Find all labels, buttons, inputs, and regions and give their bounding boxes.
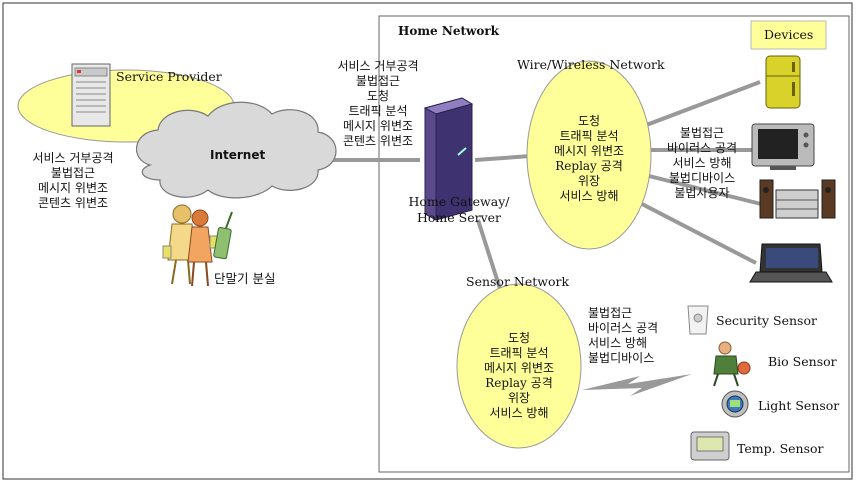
threat-item: 바이러스 공격 <box>666 141 738 155</box>
threat-item: 메시지 위변조 <box>483 361 555 375</box>
threat-item: 트래픽 분석 <box>348 104 408 118</box>
threat-item: 불법디바이스 <box>588 351 655 365</box>
internet-label: Internet <box>210 148 266 162</box>
service-provider-threats: 서비스 거부공격 불법접근 메시지 위변조 콘텐츠 위변조 <box>20 151 126 211</box>
bio-sensor-icon <box>713 341 751 387</box>
home-gateway-label: Home Gateway/ Home Server <box>405 194 513 225</box>
server-tower-icon <box>71 63 111 127</box>
threat-item: 메시지 위변조 <box>553 144 625 158</box>
threat-item: 트래픽 분석 <box>559 129 619 143</box>
sensor-threats: 불법접근 바이러스 공격 서비스 방해 불법디바이스 <box>588 306 672 366</box>
home-network-title: Home Network <box>398 24 499 38</box>
temp-sensor-icon <box>690 431 730 461</box>
threat-item: 서비스 방해 <box>489 406 549 420</box>
threat-item: Replay 공격 <box>485 376 553 390</box>
sensor-network-threats: 도청 트래픽 분석 메시지 위변조 Replay 공격 위장 서비스 방해 <box>470 331 568 421</box>
home-gateway-icon <box>423 97 474 221</box>
temp-sensor-label: Temp. Sensor <box>737 441 824 456</box>
audio-system-icon <box>759 179 836 219</box>
sensor-network-ellipse <box>456 283 582 449</box>
threat-item: 위장 <box>577 174 601 188</box>
threat-item: Replay 공격 <box>555 159 623 173</box>
device-threats: 불법접근 바이러스 공격 서비스 방해 불법디바이스 불법사용자 <box>654 126 750 201</box>
threat-item: 바이러스 공격 <box>588 321 659 335</box>
threat-item: 트래픽 분석 <box>489 346 549 360</box>
threat-item: 서비스 방해 <box>588 336 648 350</box>
internet-threats: 서비스 거부공격 불법접근 도청 트래픽 분석 메시지 위변조 콘텐츠 위변조 <box>330 59 426 149</box>
threat-item: 서비스 거부공격 <box>337 59 419 73</box>
threat-item: 도청 <box>366 89 390 103</box>
home-network-box <box>378 15 850 473</box>
threat-item: 불법접근 <box>355 74 401 88</box>
threat-item: 불법접근 <box>679 126 725 140</box>
threat-item: 콘텐츠 위변조 <box>342 134 414 148</box>
threat-item: 도청 <box>507 331 531 345</box>
threat-item: 메시지 위변조 <box>342 119 414 133</box>
threat-item: 불법접근 <box>588 306 633 320</box>
tv-icon <box>751 123 815 170</box>
threat-item: 콘텐츠 위변조 <box>37 196 109 210</box>
bio-sensor-label: Bio Sensor <box>768 354 837 369</box>
home-gateway-label-line: Home Gateway/ <box>408 194 510 209</box>
home-server-label-line: Home Server <box>416 209 502 225</box>
threat-item: 도청 <box>577 114 601 128</box>
sensor-network-label: Sensor Network <box>466 274 570 289</box>
devices-label: Devices <box>764 27 814 42</box>
threat-item: 불법접근 <box>50 166 96 180</box>
people-with-phone-icon <box>162 204 219 287</box>
terminal-loss-label: 단말기 분실 <box>214 271 276 286</box>
wire-wireless-ellipse <box>526 60 652 250</box>
security-sensor-icon <box>687 305 709 335</box>
service-provider-label: Service Provider <box>116 69 222 84</box>
refrigerator-icon <box>765 55 801 109</box>
threat-item: 서비스 방해 <box>559 189 619 203</box>
wire-wireless-threats: 도청 트래픽 분석 메시지 위변조 Replay 공격 위장 서비스 방해 <box>540 114 638 204</box>
devices-box <box>750 20 827 50</box>
internet-cloud <box>135 101 337 199</box>
wire-wireless-label: Wire/Wireless Network <box>517 57 665 72</box>
threat-item: 불법디바이스 <box>668 171 736 185</box>
light-sensor-icon <box>721 390 749 418</box>
threat-item: 불법사용자 <box>674 186 730 200</box>
security-sensor-label: Security Sensor <box>716 313 817 328</box>
threat-item: 위장 <box>507 391 531 405</box>
threat-item: 메시지 위변조 <box>37 181 109 195</box>
mobile-phone-icon <box>213 211 233 260</box>
threat-item: 서비스 거부공격 <box>32 151 114 165</box>
laptop-icon <box>749 243 833 283</box>
threat-item: 서비스 방해 <box>672 156 732 170</box>
wireless-signal-icon <box>582 374 692 396</box>
light-sensor-label: Light Sensor <box>758 398 840 413</box>
